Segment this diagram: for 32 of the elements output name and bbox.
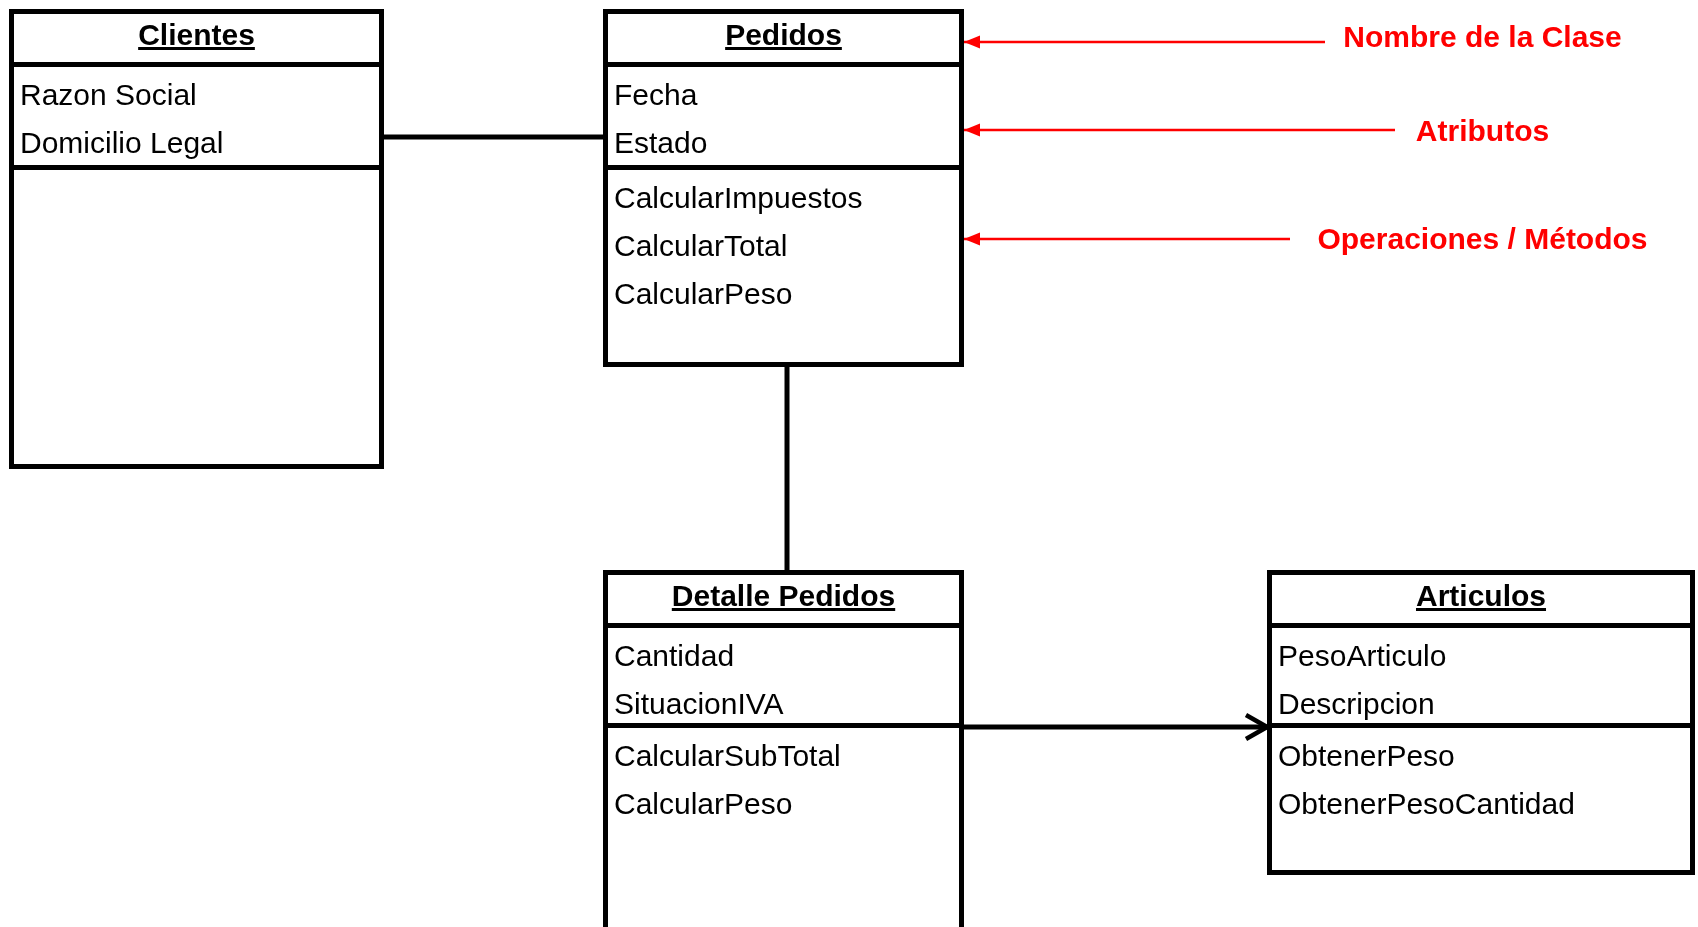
- method-text: CalcularTotal: [614, 228, 789, 264]
- annotation-label: Nombre de la Clase: [1325, 14, 1640, 60]
- compartment: [1272, 623, 1690, 723]
- attribute-text: Cantidad: [614, 638, 736, 674]
- attribute-text: Fecha: [614, 77, 699, 113]
- arrow: [964, 123, 1395, 137]
- class-name: Pedidos: [724, 18, 843, 52]
- attribute-text: Estado: [614, 125, 709, 161]
- class-name: Clientes: [137, 18, 256, 52]
- class-name: Articulos: [1415, 579, 1547, 613]
- attribute-text: SituacionIVA: [614, 686, 785, 722]
- method-text: ObtenerPeso: [1278, 738, 1456, 774]
- arrow: [964, 232, 1290, 246]
- association-line: [384, 134, 603, 140]
- class-name: Detalle Pedidos: [670, 579, 897, 613]
- class-box: [603, 570, 964, 927]
- arrow: [964, 35, 1325, 49]
- class-box: [603, 9, 964, 367]
- class-box: [1267, 570, 1695, 875]
- attribute-text: PesoArticulo: [1278, 638, 1448, 674]
- method-text: CalcularPeso: [614, 786, 794, 822]
- method-text: CalcularPeso: [614, 276, 794, 312]
- class-box: [9, 9, 384, 469]
- attribute-text: Domicilio Legal: [20, 125, 225, 161]
- method-text: CalcularImpuestos: [614, 180, 864, 216]
- method-text: ObtenerPesoCantidad: [1278, 786, 1576, 822]
- annotation-label: Atributos: [1395, 108, 1570, 154]
- annotation-label: Operaciones / Métodos: [1290, 216, 1675, 262]
- attribute-text: Descripcion: [1278, 686, 1436, 722]
- association-line: [784, 367, 790, 570]
- method-text: CalcularSubTotal: [614, 738, 842, 774]
- attribute-text: Razon Social: [20, 77, 198, 113]
